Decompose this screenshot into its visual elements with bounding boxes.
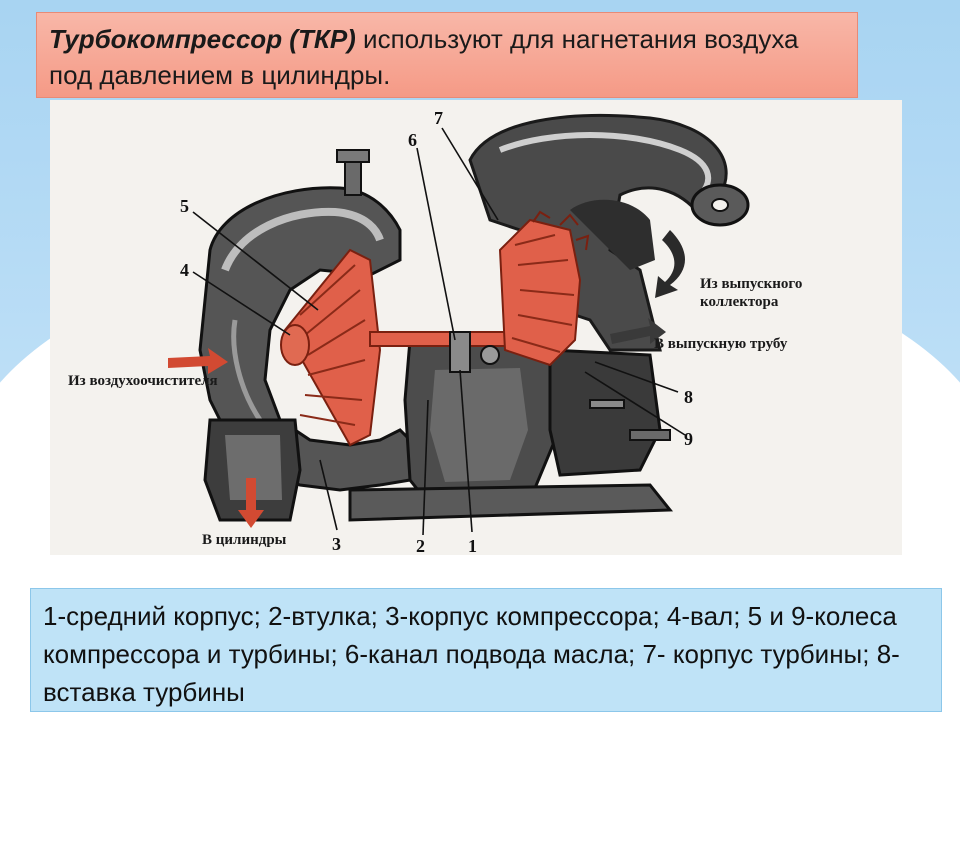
title-box: Турбокомпрессор (ТКР) используют для наг… xyxy=(36,12,858,98)
diagram-svg: 7 6 5 4 8 9 3 2 1 Из воздухоочистителя В… xyxy=(68,108,802,555)
from-exhaust-arrow xyxy=(655,230,685,298)
title-bold: Турбокомпрессор (ТКР) xyxy=(49,24,356,54)
callout-2: 2 xyxy=(416,536,425,555)
caption-from-exhaust-line2: коллектора xyxy=(700,294,779,310)
callout-5: 5 xyxy=(180,196,189,216)
callout-9: 9 xyxy=(684,429,693,449)
caption-from-exhaust-line1: Из выпускного xyxy=(700,276,802,292)
callout-7: 7 xyxy=(434,108,443,128)
callout-1: 1 xyxy=(468,536,477,555)
turbine-wheel xyxy=(498,210,590,367)
air-in-arrow xyxy=(168,348,228,374)
to-exhaust-pipe-arrow xyxy=(610,318,666,344)
callout-6: 6 xyxy=(408,130,417,150)
to-cylinders-arrow xyxy=(238,478,264,528)
callout-8: 8 xyxy=(684,387,693,407)
callout-4: 4 xyxy=(180,260,189,280)
caption-air-in: Из воздухоочистителя xyxy=(68,373,218,389)
caption-to-exhaust-pipe: В выпускную трубу xyxy=(654,336,788,352)
caption-to-cylinders: В цилиндры xyxy=(202,532,287,548)
legend-text: 1-средний корпус; 2-втулка; 3-корпус ком… xyxy=(43,601,900,707)
compressor-wheel xyxy=(280,248,382,447)
turbocharger-diagram: 7 6 5 4 8 9 3 2 1 Из воздухоочистителя В… xyxy=(50,100,902,555)
leader-lines xyxy=(192,127,686,536)
title-rest: используют для нагнетания воздуха под да… xyxy=(49,24,799,90)
legend-box: 1-средний корпус; 2-втулка; 3-корпус ком… xyxy=(30,588,942,712)
callout-3: 3 xyxy=(332,534,341,554)
